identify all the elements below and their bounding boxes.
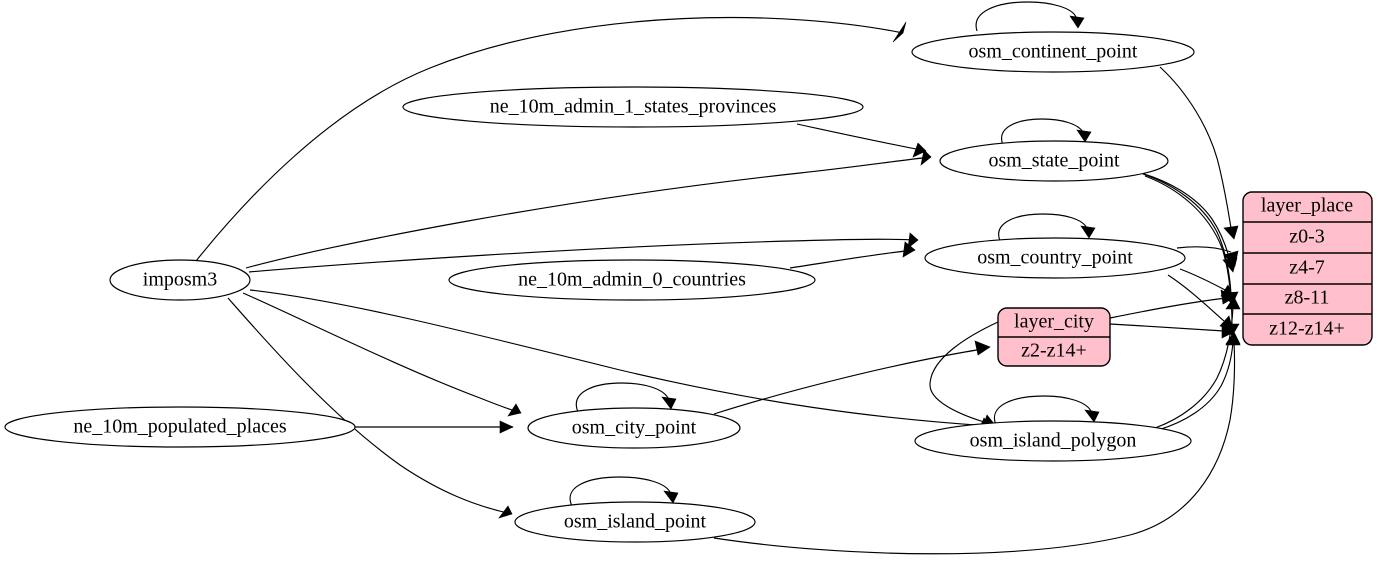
node-label-imposm3: imposm3 (143, 269, 217, 291)
node-label-osm-island-polygon: osm_island_polygon (970, 430, 1137, 452)
node-label-osm-island-point: osm_island_point (564, 511, 707, 533)
edge-imposm3-to-osm-continent-point (195, 16, 907, 262)
edge-osm-state-point-to-layer-place-z8-11 (1142, 173, 1239, 306)
edge-layer-city-to-layer-place-z12 (1109, 323, 1235, 339)
node-ne-10m-populated-places[interactable]: ne_10m_populated_places (4, 406, 356, 448)
edge-imposm3-to-osm-state-point (245, 149, 932, 269)
edge-self-loop-osm-island-point (569, 476, 679, 507)
node-osm-city-point[interactable]: osm_city_point (527, 407, 741, 449)
node-label-osm-city-point: osm_city_point (572, 417, 697, 439)
node-layer-place[interactable]: layer_place z0-3 z4-7 z8-11 z12-z14+ (1242, 191, 1373, 346)
edge-layer-city-to-osm-island-polygon (929, 321, 999, 430)
node-ne-10m-admin-1-states-provinces[interactable]: ne_10m_admin_1_states_provinces (402, 86, 864, 128)
node-label-osm-continent-point: osm_continent_point (969, 41, 1138, 63)
edge-osm-island-polygon-to-layer-place-z8-11 (1154, 296, 1241, 429)
layer-place-row-z0-3[interactable]: z0-3 (1289, 226, 1325, 248)
layer-place-row-z4-7[interactable]: z4-7 (1289, 257, 1325, 279)
edge-imposm3-to-osm-country-point (248, 232, 919, 273)
node-osm-continent-point[interactable]: osm_continent_point (911, 31, 1195, 73)
edge-ne-countries-to-osm-country-point (789, 241, 916, 269)
edge-osm-island-point-to-layer-place-z12 (713, 332, 1241, 555)
edge-self-loop-osm-state-point (1001, 118, 1092, 146)
node-osm-country-point[interactable]: osm_country_point (924, 237, 1186, 279)
layer-place-row-z8-11[interactable]: z8-11 (1285, 287, 1330, 309)
edge-imposm3-to-osm-island-point (227, 297, 513, 519)
node-label-ne-populated: ne_10m_populated_places (73, 416, 286, 438)
node-label-ne-countries: ne_10m_admin_0_countries (518, 269, 746, 291)
node-osm-island-polygon[interactable]: osm_island_polygon (914, 420, 1192, 462)
edge-imposm3-to-osm-city-point (242, 292, 522, 417)
node-label-osm-state-point: osm_state_point (988, 150, 1120, 172)
edge-layer-city-to-layer-place-z8-11 (1109, 289, 1236, 319)
edge-osm-city-point-to-layer-city (713, 340, 991, 415)
node-osm-state-point[interactable]: osm_state_point (939, 140, 1169, 182)
layer-city-title: layer_city (1014, 311, 1094, 333)
node-imposm3[interactable]: imposm3 (109, 259, 251, 301)
node-label-ne-states: ne_10m_admin_1_states_provinces (490, 96, 777, 118)
node-osm-island-point[interactable]: osm_island_point (514, 501, 756, 543)
edge-self-loop-osm-continent-point (975, 1, 1085, 32)
edge-layer (195, 1, 1241, 555)
layer-place-row-z12-z14[interactable]: z12-z14+ (1269, 318, 1345, 340)
edge-osm-country-point-to-layer-place-z4-7 (1176, 246, 1239, 267)
node-label-osm-country-point: osm_country_point (977, 247, 1133, 269)
node-layer: imposm3 ne_10m_admin_1_states_provinces … (4, 31, 1373, 543)
edge-ne-populated-to-osm-city-point (355, 420, 514, 434)
edge-self-loop-osm-city-point (575, 382, 677, 413)
node-ne-10m-admin-0-countries[interactable]: ne_10m_admin_0_countries (448, 259, 816, 301)
node-layer-city[interactable]: layer_city z2-z14+ (997, 307, 1111, 367)
edge-ne-states-to-osm-state-point (796, 123, 927, 158)
edge-osm-continent-point-to-layer-place-z0-3 (1159, 66, 1239, 240)
edge-self-loop-osm-country-point (998, 213, 1096, 242)
layer-place-title: layer_place (1261, 195, 1353, 217)
edge-self-loop-osm-island-polygon (993, 395, 1100, 426)
layer-city-row-z2-z14[interactable]: z2-z14+ (1021, 340, 1087, 362)
